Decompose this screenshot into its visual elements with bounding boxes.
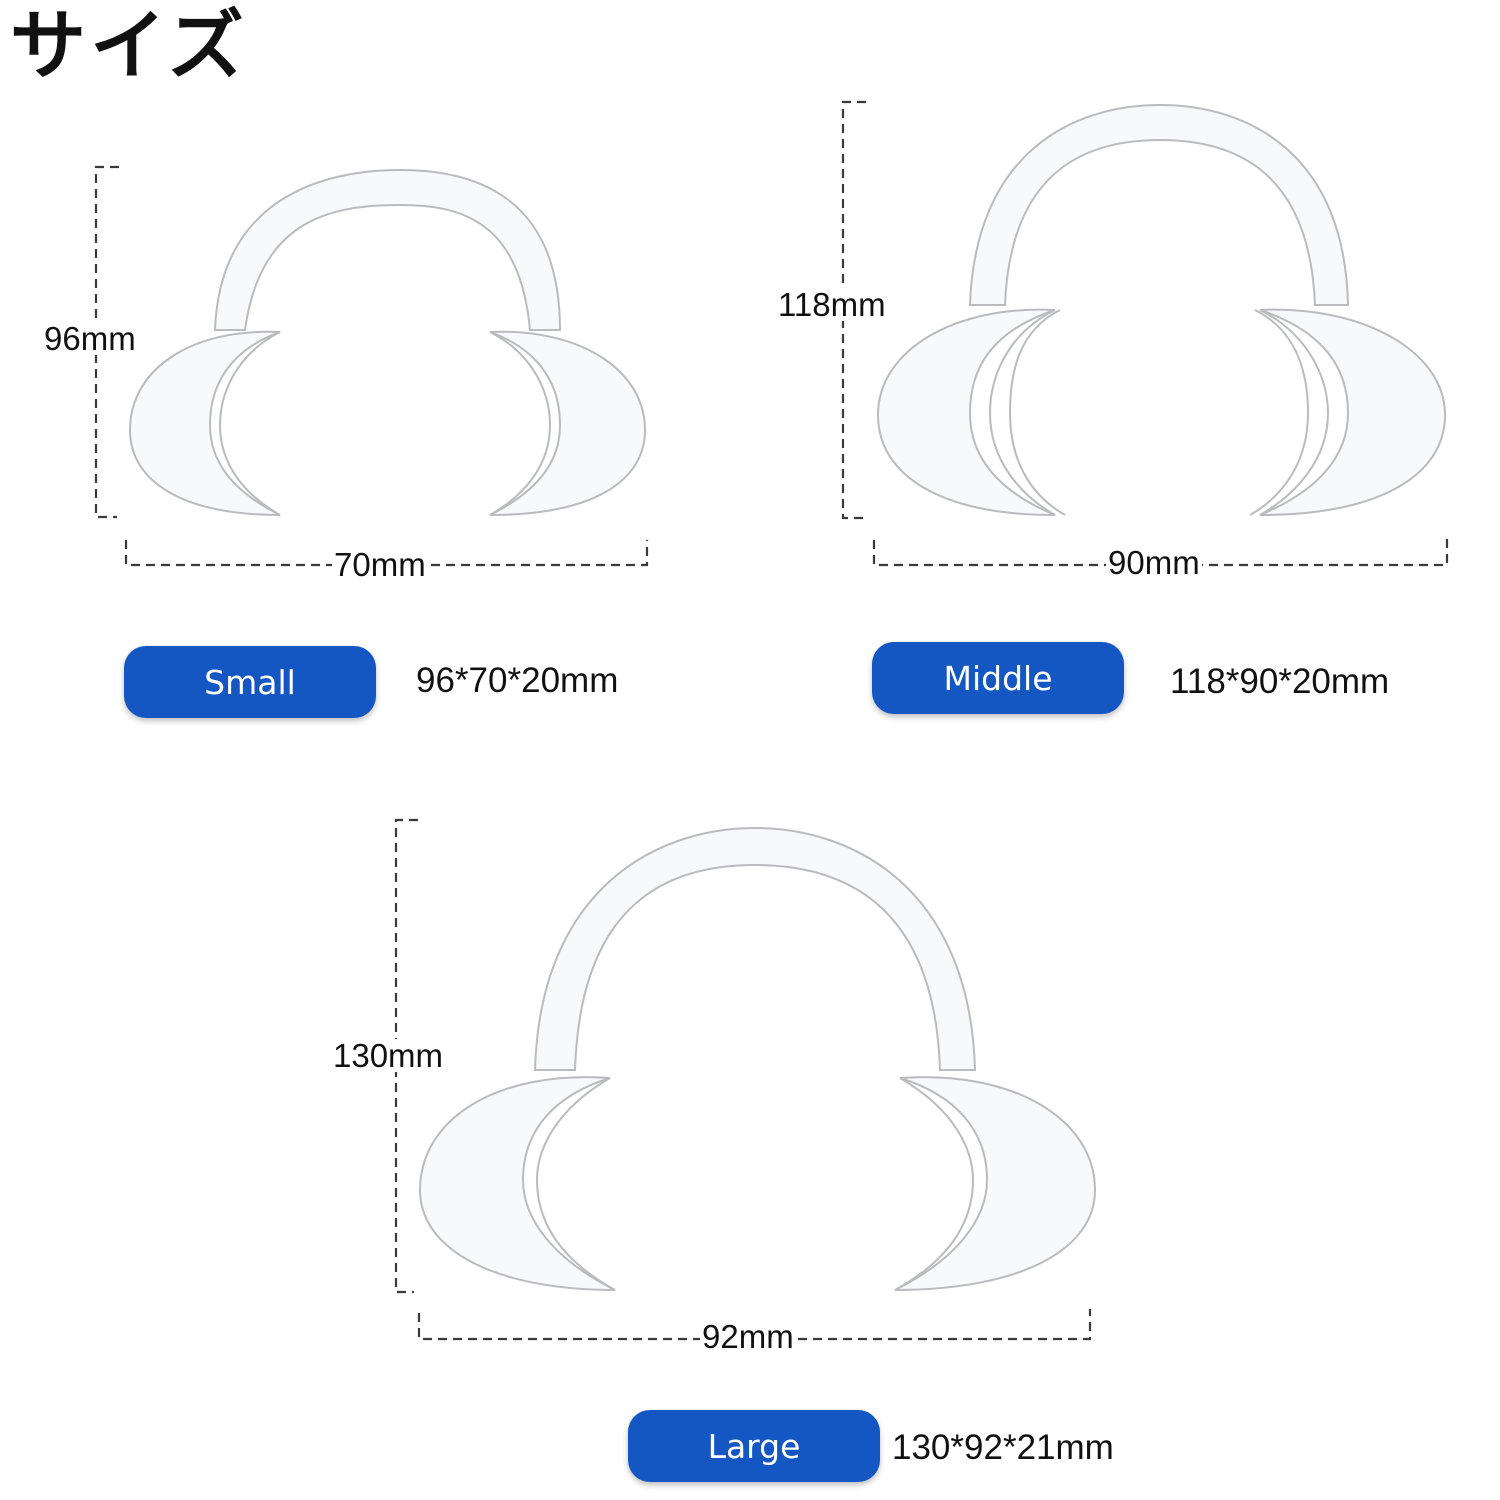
middle-mouth-retractor-icon [876,103,1447,516]
large-mouth-retractor-icon [418,826,1097,1291]
small-spec-label: 96*70*20mm [416,661,619,700]
large-spec-label: 130*92*21mm [892,1428,1114,1467]
large-height-label: 130mm [331,1037,446,1074]
middle-height-label: 118mm [776,286,888,323]
size-badge-small: Small [124,646,376,718]
small-height-label: 96mm [42,320,138,357]
small-width-label: 70mm [332,546,428,583]
size-badge-large: Large [628,1410,880,1482]
middle-width-label: 90mm [1106,544,1202,581]
page-title: サイズ [10,1,248,90]
middle-spec-label: 118*90*20mm [1170,662,1390,701]
size-badge-middle: Middle [872,642,1124,714]
large-width-label: 92mm [700,1318,796,1355]
small-mouth-retractor-icon [128,168,647,516]
